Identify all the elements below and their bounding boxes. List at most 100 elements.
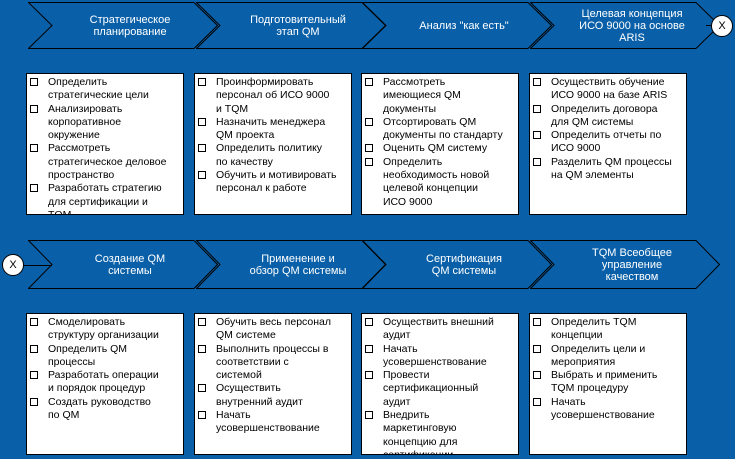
checkbox[interactable] [533,78,541,86]
chevron-shape [28,2,218,49]
chevron-outline [362,2,552,49]
checkbox[interactable] [198,318,206,326]
chevron-shape [530,2,720,49]
stage-chevron: Анализ "как есть" [362,2,552,49]
checklist-item: Назначить менеджера QM проекта [198,116,350,143]
checkbox[interactable] [365,344,373,353]
checkbox[interactable] [533,397,541,406]
stage-chevron: Применение и обзор QM системы [196,240,386,289]
checkbox[interactable] [30,344,38,353]
checklist-item-text: Отсортировать QM документы по стандарту [383,115,503,142]
checklist-item: Начать усовершенствование [533,396,685,423]
stage-checklist: Осуществить обучение ИСО 9000 на базе AR… [529,73,687,215]
chevron-outline [362,240,552,289]
checkbox[interactable] [198,144,206,153]
checklist-item-text: Проинформировать персонал об ИСО 9000 и … [216,76,330,115]
checklist-item: Оценить QM систему [365,142,517,155]
checkbox[interactable] [365,117,373,126]
checklist-item-text: Выбрать и применить TQM процедуру [551,369,658,395]
checklist-item: Определить стратегические цели [30,76,182,103]
checkbox[interactable] [365,411,373,420]
checkbox[interactable] [198,171,206,180]
checkbox[interactable] [365,144,373,153]
chevron-shape [362,240,552,289]
checklist-item-text: Смоделировать структуру организации [48,316,159,342]
checklist-item: Рассмотреть имеющиеся QM документы [365,76,517,116]
checklist-item: Обучить и мотивировать персонал к работе [198,169,350,196]
checkbox[interactable] [198,78,206,86]
checkbox[interactable] [30,371,38,380]
checklist-item: Определить необходимость новой целевой к… [365,156,517,209]
checklist-item-text: Начать усовершенствование [383,342,487,368]
checklist-item: Проинформировать персонал об ИСО 9000 и … [198,76,350,116]
checklist-item-text: Разработать операции и порядок процедур [48,369,159,395]
checkbox[interactable] [365,157,373,166]
chevron-shape [530,240,720,289]
stage-chevron: Подготовительный этап QM [196,2,386,49]
checkbox[interactable] [533,157,541,166]
checkbox[interactable] [533,131,541,140]
stage-title: Стратегическое планирование [89,13,171,38]
checkbox[interactable] [198,117,206,126]
checklist-item-text: Определить стратегические цели [48,76,149,102]
chevron-outline [530,2,720,49]
checklist-item-text: Определить договора для QM системы [551,102,658,128]
checklist-item-text: Оценить QM систему [383,142,488,155]
checkbox[interactable] [30,318,38,326]
checkbox[interactable] [30,397,38,406]
stage-title: Создание QM системы [94,252,166,277]
checkbox[interactable] [198,344,206,353]
checklist-item-text: Определить политику по качеству [216,142,323,168]
checklist-item: Определить цели и мероприятия [533,343,685,370]
checkbox[interactable] [365,371,373,380]
stage-chevron: Целевая концепция ИСО 9000 на основе ARI… [530,2,720,49]
checklist-item-text: Осуществить обучение ИСО 9000 на базе AR… [551,76,668,102]
checklist-item: Осуществить обучение ИСО 9000 на базе AR… [533,76,685,103]
checklist-item-text: Осуществить внешний аудит [383,316,494,342]
checkbox[interactable] [198,384,206,393]
checkbox[interactable] [30,78,38,86]
stage-chevron: Сертификация QM системы [362,240,552,289]
checklist-item-text: Разработать стратегию для сертификации и… [48,182,162,215]
checklist-item: Внедрить маркетинговую концепцию для сер… [365,409,517,454]
checklist-item-text: Начать усовершенствование [216,409,320,435]
checklist-item-text: Обучить и мотивировать персонал к работе [216,169,337,195]
checklist-item: Начать усовершенствование [365,343,517,370]
chevron-outline [530,240,720,289]
stage-chevron: Создание QM системы [28,240,218,289]
stage-title: Анализ "как есть" [419,19,509,32]
stage-title: Целевая концепция ИСО 9000 на основе ARI… [579,7,685,44]
checkbox[interactable] [30,104,38,113]
checklist-item: Определить отчеты по ИСО 9000 [533,129,685,156]
checklist-item: Разработать стратегию для сертификации и… [30,182,182,215]
connector-line [22,265,52,266]
checklist-item-text: Анализировать корпоративное окружение [48,102,123,142]
stage-title: Применение и обзор QM системы [249,252,347,277]
connector-circle-start: X [2,254,24,276]
checkbox[interactable] [533,344,541,353]
checklist-item: Осуществить внутренний аудит [198,382,350,409]
checklist-item-text: Определить QM процессы [48,342,128,368]
checklist-item-text: Провести сертификационный аудит [383,369,479,408]
checkbox[interactable] [365,78,373,86]
checkbox[interactable] [365,318,373,326]
checkbox[interactable] [533,318,541,326]
checklist-item-text: Определить цели и мероприятия [551,342,646,368]
checklist-item: Выбрать и применить TQM процедуру [533,369,685,396]
checklist-item: Провести сертификационный аудит [365,369,517,409]
checklist-item: Определить TQM концепции [533,316,685,343]
checkbox[interactable] [30,144,38,153]
checklist-item: Выполнить процессы в соответствии с сист… [198,343,350,383]
checklist-item: Начать усовершенствование [198,409,350,436]
checklist-item-text: Обучить весь персонал QM системе [216,316,332,342]
checklist-item: Определить QM процессы [30,343,182,370]
checkbox[interactable] [30,184,38,193]
checkbox[interactable] [533,371,541,380]
checkbox[interactable] [533,104,541,113]
checkbox[interactable] [198,411,206,420]
